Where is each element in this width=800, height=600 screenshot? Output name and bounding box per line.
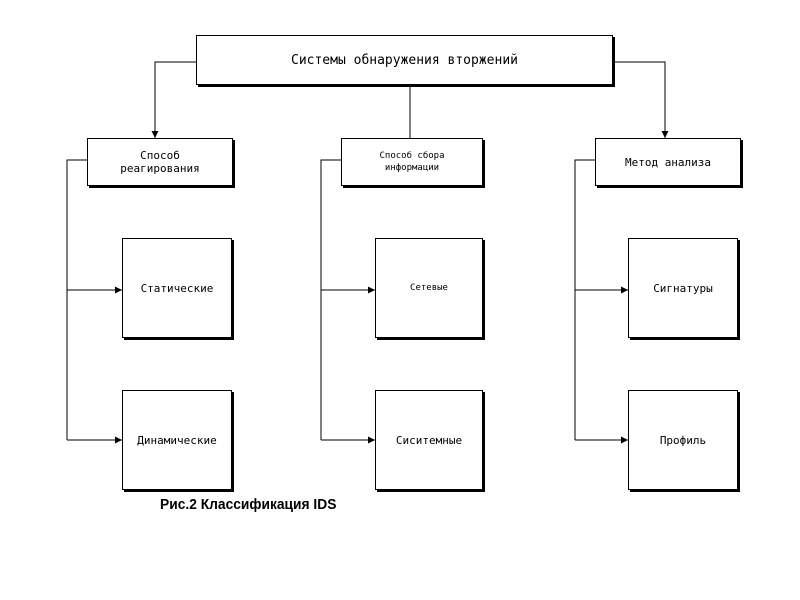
- leaf-1-2-label: Динамические: [137, 433, 217, 447]
- edge-root-to-category-1: [151, 61, 196, 138]
- category-2-label-line-1: Способ сбора: [379, 151, 445, 161]
- category-1-label-line-1: Способ: [140, 149, 180, 162]
- leaf-3-1-label: Сигнатуры: [653, 281, 713, 295]
- leaf-node-3-1: Сигнатуры: [628, 238, 738, 338]
- leaf-2-1-label: Сетевые: [410, 283, 448, 293]
- bracket-category-3: [574, 159, 595, 440]
- leaf-node-1-2: Динамические: [122, 390, 232, 490]
- category-1-label-line-2: реагирования: [120, 162, 200, 175]
- category-2-label-line-2: информации: [384, 163, 440, 173]
- bracket-category-1: [66, 159, 87, 440]
- leaf-node-3-2: Профиль: [628, 390, 738, 490]
- category-node-1: Способ реагирования: [87, 138, 233, 186]
- leaf-node-2-1: Сетевые: [375, 238, 483, 338]
- leaf-2-2-label: Сиситемные: [395, 433, 463, 447]
- leaf-node-1-1: Статические: [122, 238, 232, 338]
- bracket-category-2: [320, 159, 341, 440]
- edge-root-to-category-3: [613, 61, 669, 138]
- figure-caption: Рис.2 Классификация IDS: [160, 496, 337, 513]
- category-3-label-line-1: Метод анализа: [624, 155, 712, 169]
- root-node: Системы обнаружения вторжений: [196, 35, 613, 85]
- leaf-node-2-2: Сиситемные: [375, 390, 483, 490]
- category-node-2: Способ сбора информации: [341, 138, 483, 186]
- leaf-3-2-label: Профиль: [659, 433, 707, 447]
- category-node-3: Метод анализа: [595, 138, 741, 186]
- leaf-1-1-label: Статические: [140, 281, 214, 295]
- root-label: Системы обнаружения вторжений: [291, 52, 518, 68]
